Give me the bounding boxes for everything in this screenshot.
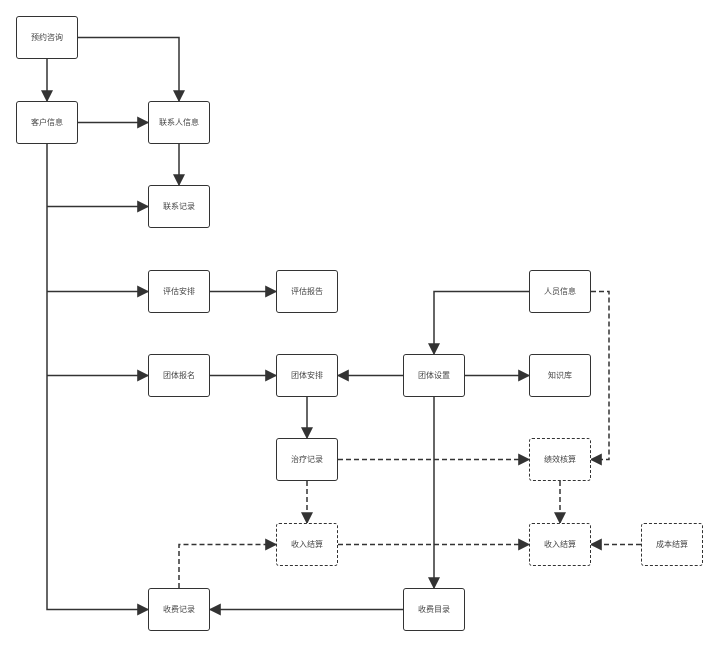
node-label: 联系记录 [163,202,195,211]
node-label: 团体安排 [291,371,323,380]
node-tuanti_anpai: 团体安排 [276,354,338,397]
node-label: 收费记录 [163,605,195,614]
node-label: 团体设置 [418,371,450,380]
node-lianxiren: 联系人信息 [148,101,210,144]
node-pinggu_anpai: 评估安排 [148,270,210,313]
node-yuyue: 预约咨询 [16,16,78,59]
node-label: 收入结算 [544,540,576,549]
node-label: 团体报名 [163,371,195,380]
node-label: 人员信息 [544,287,576,296]
node-label: 知识库 [548,371,572,380]
node-zhiliao: 治疗记录 [276,438,338,481]
node-shouru2: 收入结算 [529,523,591,566]
edge-shoufei_jilu-to-shouru1 [178,538,278,588]
edge-renyuan-to-jixiao [589,290,610,466]
node-pinggu_baogao: 评估报告 [276,270,338,313]
node-lianxijilu: 联系记录 [148,185,210,228]
node-renyuan: 人员信息 [529,270,591,313]
node-label: 收入结算 [291,540,323,549]
node-kehu: 客户信息 [16,101,78,144]
node-chengben: 成本结算 [641,523,703,566]
node-label: 预约咨询 [31,33,63,42]
node-jixiao: 绩效核算 [529,438,591,481]
node-zhishiku: 知识库 [529,354,591,397]
node-shouru1: 收入结算 [276,523,338,566]
node-label: 治疗记录 [291,455,323,464]
edge-renyuan-to-tuanti_shezhi [428,290,529,356]
node-shoufei_mulu: 收费目录 [403,588,465,631]
node-label: 成本结算 [656,540,688,549]
node-tuanti_shezhi: 团体设置 [403,354,465,397]
node-label: 联系人信息 [159,118,199,127]
node-label: 收费目录 [418,605,450,614]
node-label: 客户信息 [31,118,63,127]
node-label: 评估报告 [291,287,323,296]
edge-yuyue-to-lianxiren [78,36,185,103]
node-tuanti_baoming: 团体报名 [148,354,210,397]
node-label: 评估安排 [163,287,195,296]
node-shoufei_jilu: 收费记录 [148,588,210,631]
edge-kehu-to-shoufei_jilu [46,144,150,616]
node-label: 绩效核算 [544,455,576,464]
